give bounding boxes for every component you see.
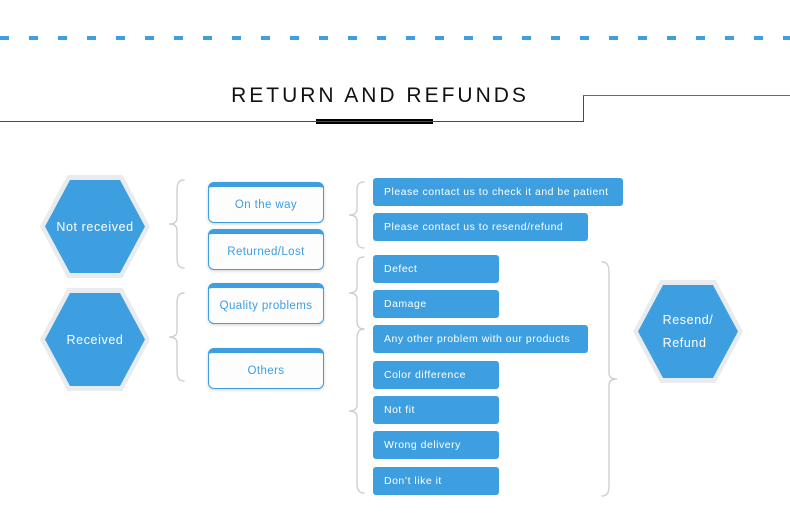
hexagon-resend-refund-line1: Resend/ xyxy=(662,313,714,327)
hexagon-not-received[interactable]: Not received xyxy=(40,175,150,278)
hexagon-received[interactable]: Received xyxy=(40,288,150,391)
brace-not-received xyxy=(160,178,186,270)
reason-color-difference-label: Color difference xyxy=(384,369,466,381)
hexagon-received-body: Received xyxy=(45,293,145,386)
brace-on-the-way xyxy=(342,180,366,250)
hexagon-resend-refund-body: Resend/ Refund xyxy=(638,285,738,378)
reason-damage[interactable]: Damage xyxy=(373,290,499,318)
reason-wrong-delivery[interactable]: Wrong delivery xyxy=(373,431,499,459)
brace-outcome xyxy=(600,260,624,498)
reason-dont-like-it-label: Don’t like it xyxy=(384,475,442,487)
reason-contact-check[interactable]: Please contact us to check it and be pat… xyxy=(373,178,623,206)
reason-any-other-problem-label: Any other problem with our products xyxy=(384,333,571,345)
reason-color-difference[interactable]: Color difference xyxy=(373,361,499,389)
reason-wrong-delivery-label: Wrong delivery xyxy=(384,439,461,451)
reason-defect-label: Defect xyxy=(384,263,418,275)
reason-not-fit-label: Not fit xyxy=(384,404,415,416)
hexagon-not-received-label: Not received xyxy=(56,219,134,234)
reason-contact-check-label: Please contact us to check it and be pat… xyxy=(384,186,609,198)
option-quality-problems-label: Quality problems xyxy=(219,299,313,312)
header-rule-left xyxy=(0,121,584,122)
brace-received xyxy=(160,291,186,383)
reason-contact-resend[interactable]: Please contact us to resend/refund xyxy=(373,213,588,241)
hexagon-resend-refund-line2: Refund xyxy=(662,336,707,350)
page-title: RETURN AND REFUNDS xyxy=(231,84,529,107)
reason-not-fit[interactable]: Not fit xyxy=(373,396,499,424)
option-quality-problems[interactable]: Quality problems xyxy=(208,283,324,324)
option-returned-lost-label: Returned/Lost xyxy=(227,245,305,258)
hexagon-resend-refund[interactable]: Resend/ Refund xyxy=(633,280,743,383)
reason-contact-resend-label: Please contact us to resend/refund xyxy=(384,221,564,233)
reason-any-other-problem[interactable]: Any other problem with our products xyxy=(373,325,588,353)
reason-damage-label: Damage xyxy=(384,298,427,310)
reason-dont-like-it[interactable]: Don’t like it xyxy=(373,467,499,495)
option-on-the-way[interactable]: On the way xyxy=(208,182,324,223)
hexagon-not-received-body: Not received xyxy=(45,180,145,273)
header-rule-step xyxy=(583,95,584,122)
option-others-label: Others xyxy=(247,364,285,377)
brace-others xyxy=(342,327,366,495)
reason-defect[interactable]: Defect xyxy=(373,255,499,283)
option-others[interactable]: Others xyxy=(208,348,324,389)
option-returned-lost[interactable]: Returned/Lost xyxy=(208,229,324,270)
dashed-divider xyxy=(0,36,790,40)
hexagon-received-label: Received xyxy=(66,332,124,347)
header-rule-right xyxy=(583,95,790,96)
option-on-the-way-label: On the way xyxy=(234,198,298,211)
brace-quality-problems xyxy=(342,255,366,331)
